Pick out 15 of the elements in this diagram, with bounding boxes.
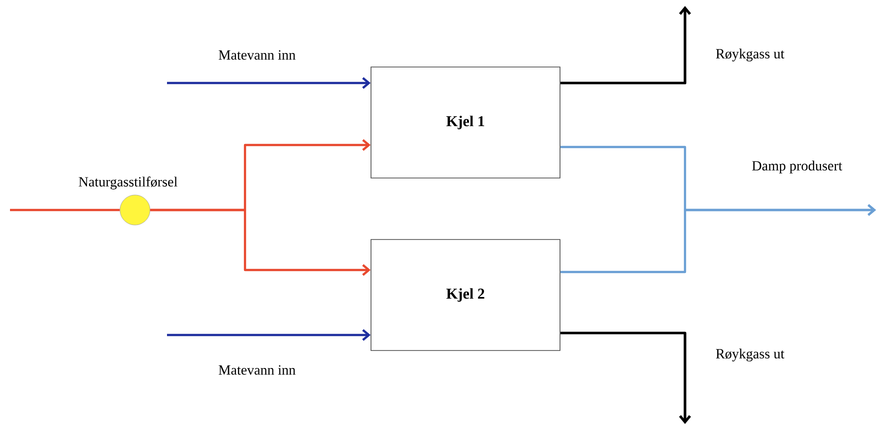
arrow [167,329,371,341]
valve-circle [120,194,150,226]
arrow [560,6,691,84]
flow-label: Naturgasstilførsel [78,176,178,190]
arrow [150,208,371,276]
arrow [167,77,371,89]
boiler-box: Kjel 1 [370,66,560,178]
flow-label: Matevann inn [218,365,296,375]
flow-label: Damp produsert [752,160,842,174]
arrow [560,204,876,274]
flow-label: Røykgass ut [716,48,784,62]
flow-label: Matevann inn [218,50,296,60]
flow-label: Røykgass ut [716,348,784,362]
arrow [560,332,691,424]
boiler-box: Kjel 2 [370,239,560,351]
